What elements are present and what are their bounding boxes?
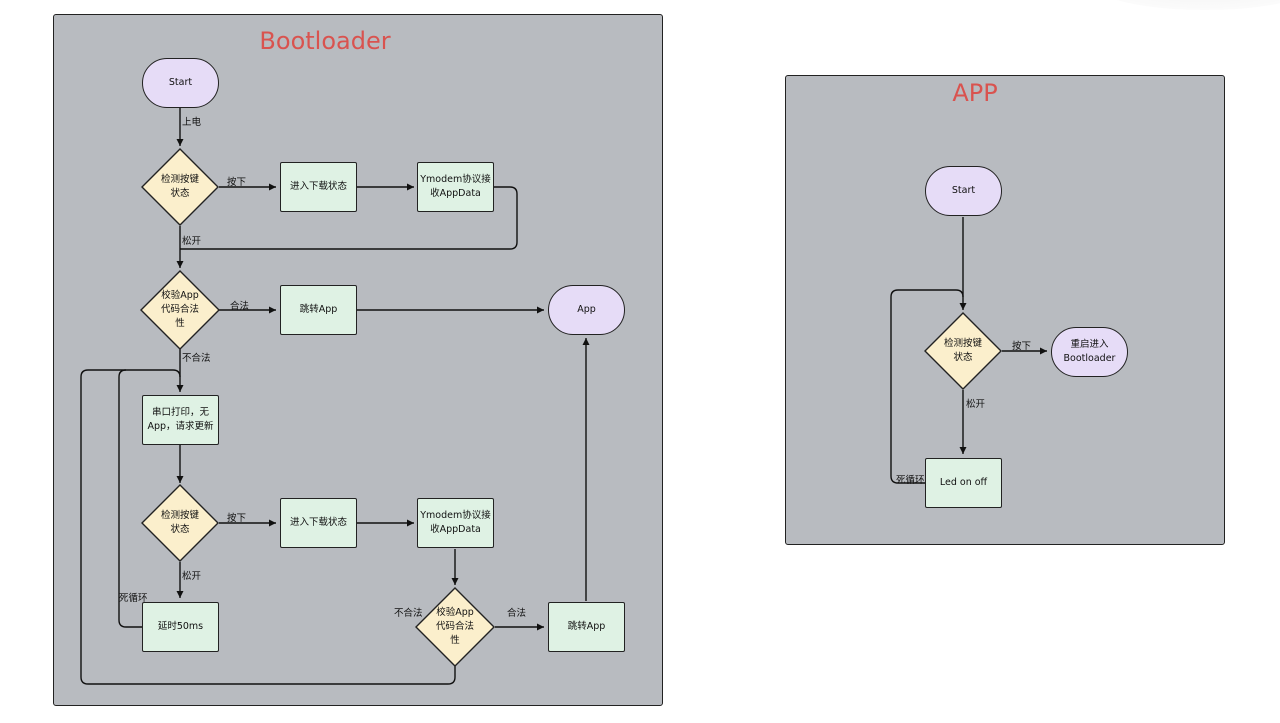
verify-2-text: 校验App 代码合法 性 (435, 607, 474, 646)
pressed-2-label: 按下 (227, 513, 247, 524)
verify-1-text: 校验App 代码合法 性 (160, 290, 199, 329)
app-check-key-text: 检测按键 状态 (943, 338, 982, 363)
app-title: APP (952, 79, 998, 107)
edge-ymodem1-return (180, 186, 518, 250)
edge-outer-loop (80, 369, 456, 685)
ymodem-2-node: Ymodem协议接 收AppData (417, 498, 494, 548)
jump-app-1-node: 跳转App (280, 285, 357, 335)
power-on-label: 上电 (182, 117, 202, 128)
decision-check-key-2 (141, 484, 219, 562)
decision-verify-2 (415, 587, 495, 667)
legal-1-label: 合法 (230, 301, 250, 312)
jump-app-2-node: 跳转App (548, 602, 625, 652)
led-node: Led on off (925, 458, 1002, 508)
check-key-1-text: 检测按键 状态 (160, 174, 199, 199)
released-2-label: 松开 (182, 571, 202, 582)
top-right-shadow (1095, 0, 1280, 10)
app-pressed-label: 按下 (1012, 341, 1032, 352)
restart-bootloader-node: 重启进入 Bootloader (1051, 327, 1128, 377)
edge-dead-loop (118, 369, 143, 628)
uart-print-node: 串口打印，无 App，请求更新 (142, 395, 219, 445)
check-key-2-text: 检测按键 状态 (160, 510, 199, 535)
app-panel (785, 75, 1225, 545)
illegal-2-label: 不合法 (394, 608, 423, 619)
dead-loop-label: 死循环 (119, 593, 148, 604)
edge-app-dead-loop (890, 289, 964, 484)
decision-app-check-key (924, 312, 1002, 390)
ymodem-1-node: Ymodem协议接 收AppData (417, 162, 494, 212)
enter-download-2-node: 进入下载状态 (280, 498, 357, 548)
app-dead-loop-label: 死循环 (896, 475, 925, 486)
bootloader-title: Bootloader (259, 27, 391, 55)
legal-2-label: 合法 (507, 608, 527, 619)
app-terminal-node: App (548, 285, 625, 335)
decision-verify-1 (140, 270, 220, 350)
app-released-label: 松开 (966, 399, 986, 410)
delay-node: 延时50ms (142, 602, 219, 652)
bootloader-start-node: Start (142, 58, 219, 108)
bootloader-panel (53, 14, 663, 706)
decision-check-key-1 (141, 148, 219, 226)
enter-download-1-node: 进入下载状态 (280, 162, 357, 212)
app-start-node: Start (925, 166, 1002, 216)
released-1-label: 松开 (182, 236, 202, 247)
pressed-1-label: 按下 (227, 177, 247, 188)
illegal-1-label: 不合法 (182, 353, 211, 364)
